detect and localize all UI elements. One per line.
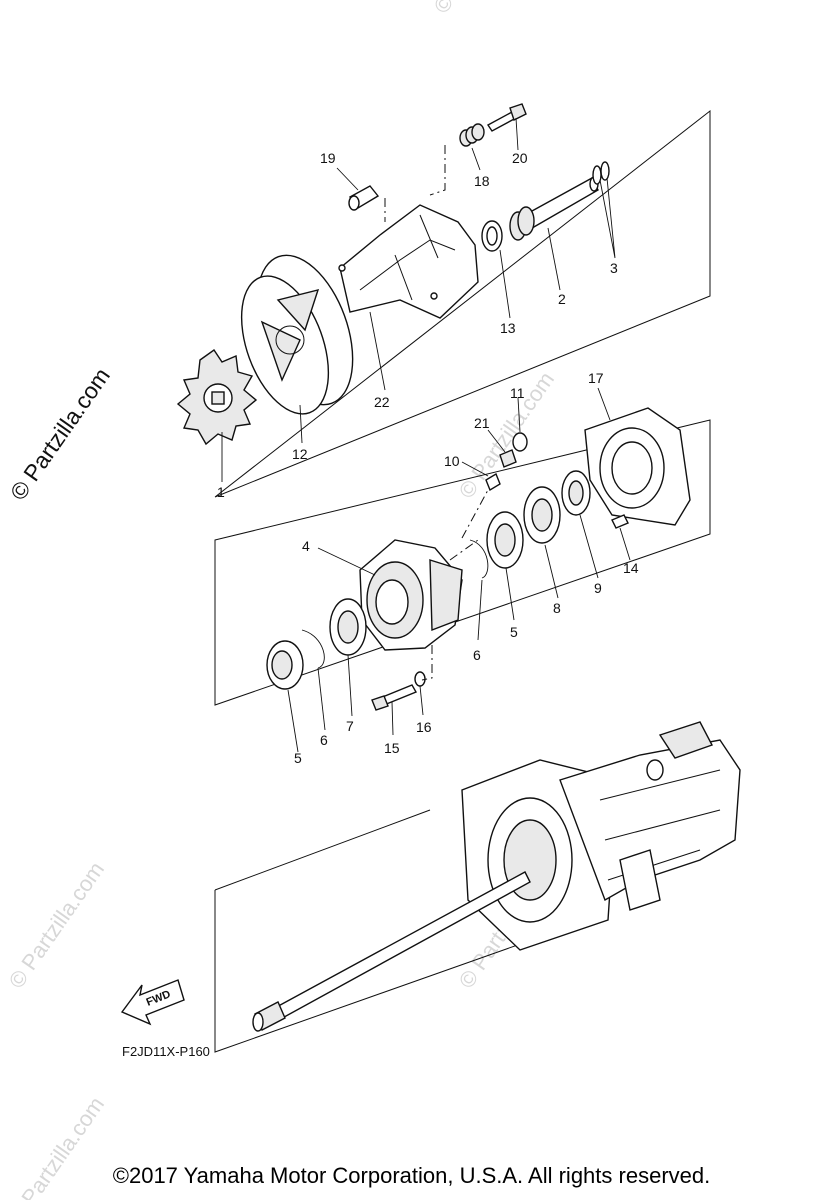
assembly-line [449, 539, 479, 561]
callout-3: 3 [610, 260, 618, 276]
leader-line [336, 167, 359, 191]
leader-line [599, 177, 616, 259]
leader-line [317, 547, 376, 576]
callout-9: 9 [594, 580, 602, 596]
bolt-part [486, 103, 527, 132]
watermark-faint: © Partzilla.com [454, 367, 560, 503]
leader-line [391, 701, 394, 736]
cover-part [338, 204, 479, 319]
o-ring-part [592, 161, 610, 185]
bolt-15-part [371, 684, 418, 711]
bearing-housing-part [359, 539, 463, 651]
callout-4: 4 [302, 538, 310, 554]
leader-line [347, 654, 353, 717]
callout-1: 1 [217, 484, 225, 500]
callout-12: 12 [292, 446, 308, 462]
callout-17: 17 [588, 370, 604, 386]
frame-lower [214, 809, 561, 1053]
callout-21: 21 [474, 415, 490, 431]
leader-line [461, 461, 489, 477]
callout-5-lower: 5 [294, 750, 302, 766]
callout-19: 19 [320, 150, 336, 166]
frame-upper [214, 109, 711, 498]
leader-line [471, 147, 481, 171]
jet-pump-housing [461, 721, 741, 951]
leader-line [597, 387, 611, 421]
callout-18: 18 [474, 173, 490, 189]
damper-part [176, 349, 258, 446]
leader-line [419, 685, 424, 716]
leader-line [369, 311, 386, 391]
callout-14: 14 [623, 560, 639, 576]
fwd-arrow-icon: FWD [120, 979, 185, 1026]
cover-17-part [584, 407, 691, 526]
leader-line [287, 689, 299, 753]
watermark-main: © Partzilla.com [5, 363, 115, 505]
cap-11-part [512, 432, 528, 452]
callout-13: 13 [500, 320, 516, 336]
leader-line [547, 227, 561, 291]
assembly-line [429, 145, 446, 196]
callout-11: 11 [510, 385, 525, 401]
assembly-line [461, 489, 489, 539]
spring-part [459, 123, 485, 147]
leader-line [487, 429, 506, 453]
leader-line [517, 397, 521, 433]
leader-line [499, 249, 511, 319]
diagram-code: F2JD11X-P160 [122, 1044, 210, 1059]
leader-line [619, 527, 631, 561]
callout-8: 8 [553, 600, 561, 616]
callout-15: 15 [384, 740, 400, 756]
washer-part [481, 220, 503, 252]
leader-line [317, 667, 326, 731]
watermark-faint: © Partzilla.com [429, 0, 535, 18]
frame-middle [214, 419, 711, 706]
circlip-6-upper-part [469, 539, 489, 579]
bearing-5-lower-part [266, 640, 304, 690]
callout-16: 16 [416, 719, 432, 735]
callout-6-upper: 6 [473, 647, 481, 663]
drive-shaft-part [509, 176, 599, 241]
oil-seal-part [561, 470, 591, 516]
circlip-6-lower-part [301, 629, 325, 669]
leader-line [515, 117, 519, 151]
washer-16-part [414, 671, 426, 687]
copyright-notice: ©2017 Yamaha Motor Corporation, U.S.A. A… [112, 1163, 711, 1188]
grease-nipple-part [485, 472, 501, 492]
callout-10: 10 [444, 453, 460, 469]
fitting-21-part [499, 449, 517, 468]
dowel-pin-part [611, 514, 629, 529]
callout-7: 7 [346, 718, 354, 734]
bearing-8-part [523, 486, 561, 544]
collar-part [348, 185, 380, 211]
callout-6-lower: 6 [320, 732, 328, 748]
coupler-housing-part [240, 254, 354, 415]
callout-20: 20 [512, 150, 528, 166]
leader-line [579, 514, 599, 579]
leader-line [505, 567, 515, 621]
watermark-faint: © Partzilla.com [4, 857, 110, 993]
leader-line [544, 544, 559, 599]
long-drive-shaft [252, 871, 531, 1032]
leader-line [477, 579, 483, 641]
bearing-5-upper-part [486, 511, 524, 569]
bearing-7-part [329, 598, 367, 656]
callout-5-upper: 5 [510, 624, 518, 640]
assembly-line [421, 645, 433, 681]
callout-2: 2 [558, 291, 566, 307]
callout-22: 22 [374, 394, 390, 410]
leader-line [299, 404, 303, 444]
